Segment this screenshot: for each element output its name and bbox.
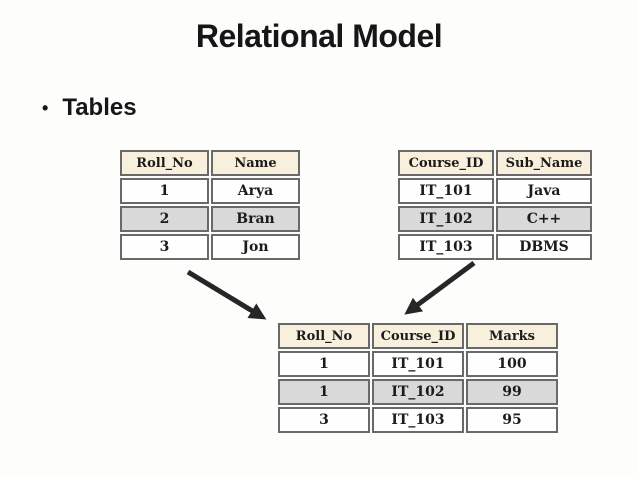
table-cell: Jon <box>211 234 300 260</box>
table-cell: Arya <box>211 178 300 204</box>
arrow-students-to-marks <box>186 269 267 320</box>
table-cell: IT_102 <box>398 206 494 232</box>
table-cell: Java <box>496 178 592 204</box>
table-cell: IT_103 <box>398 234 494 260</box>
arrow-courses-to-marks <box>404 260 476 315</box>
table-cell: IT_102 <box>372 379 464 405</box>
column-header: Roll_No <box>120 150 209 176</box>
column-header: Sub_Name <box>496 150 592 176</box>
table-cell: 1 <box>120 178 209 204</box>
column-header: Name <box>211 150 300 176</box>
table-cell: 100 <box>466 351 558 377</box>
table-cell: 3 <box>278 407 370 433</box>
table-cell: 2 <box>120 206 209 232</box>
column-header: Course_ID <box>372 323 464 349</box>
table-cell: Bran <box>211 206 300 232</box>
bullet-icon: • <box>42 98 49 118</box>
table-cell: IT_101 <box>398 178 494 204</box>
table-cell: 1 <box>278 351 370 377</box>
bullet-item: • Tables <box>42 94 137 122</box>
column-header: Roll_No <box>278 323 370 349</box>
table-cell: 3 <box>120 234 209 260</box>
column-header: Marks <box>466 323 558 349</box>
page-title: Relational Model <box>195 18 443 54</box>
table-cell: IT_101 <box>372 351 464 377</box>
column-header: Course_ID <box>398 150 494 176</box>
table-cell: IT_103 <box>372 407 464 433</box>
bullet-label: Tables <box>62 94 137 121</box>
table-cell: 1 <box>278 379 370 405</box>
table-cell: 99 <box>466 379 558 405</box>
table-cell: C++ <box>496 206 592 232</box>
table-cell: DBMS <box>496 234 592 260</box>
table-cell: 95 <box>466 407 558 433</box>
